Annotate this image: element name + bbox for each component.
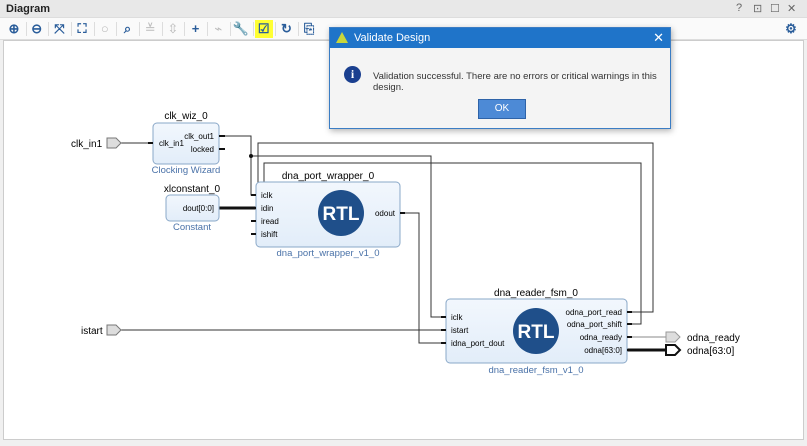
align-icon[interactable]: ≚ bbox=[144, 21, 156, 36]
make-connection-icon[interactable]: ⌁ bbox=[214, 21, 223, 36]
port-odna[interactable]: odna[63:0] bbox=[665, 344, 734, 357]
svg-text:dna_reader_fsm_v1_0: dna_reader_fsm_v1_0 bbox=[488, 365, 583, 376]
validate-design-icon[interactable]: ☑ bbox=[254, 20, 273, 38]
toolbar-separator bbox=[93, 22, 95, 36]
center-icon[interactable]: ⇳ bbox=[167, 21, 179, 36]
restore-button[interactable]: ⊡ bbox=[753, 3, 763, 15]
svg-text:idna_port_dout: idna_port_dout bbox=[451, 339, 505, 348]
close-button[interactable]: ✕ bbox=[787, 3, 797, 15]
dialog-message: Validation successful. There are no erro… bbox=[373, 71, 657, 93]
toolbar-separator bbox=[139, 22, 140, 36]
dialog-title-bar[interactable]: Validate Design ✕ bbox=[330, 28, 670, 48]
svg-text:odna_port_read: odna_port_read bbox=[566, 308, 623, 317]
svg-text:xlconstant_0: xlconstant_0 bbox=[164, 184, 221, 195]
toolbar-separator bbox=[161, 22, 163, 36]
svg-text:odna_port_shift: odna_port_shift bbox=[567, 320, 623, 329]
zoom-out-icon[interactable]: ⊖ bbox=[31, 21, 43, 36]
block-diagram: clk_in1 istart odna_ready odna[63:0] clk… bbox=[71, 111, 740, 376]
block-dna-reader-fsm[interactable]: dna_reader_fsm_0 iclk istart idna_port_d… bbox=[441, 288, 632, 376]
toolbar-separator bbox=[252, 22, 254, 36]
svg-text:clk_in1: clk_in1 bbox=[71, 139, 103, 150]
zoom-fit-icon[interactable]: ⤧ bbox=[54, 21, 65, 36]
dialog-title: Validate Design bbox=[354, 32, 431, 44]
search-icon[interactable]: ⌕ bbox=[123, 21, 132, 36]
toolbar-separator bbox=[297, 22, 299, 36]
svg-text:clk_in1: clk_in1 bbox=[159, 139, 184, 148]
svg-text:ishift: ishift bbox=[261, 230, 278, 239]
toolbar-separator bbox=[275, 22, 277, 36]
svg-text:odna_ready: odna_ready bbox=[580, 333, 622, 342]
svg-text:istart: istart bbox=[81, 326, 103, 337]
svg-text:RTL: RTL bbox=[323, 204, 360, 225]
wrench-icon[interactable]: 🔧 bbox=[232, 21, 250, 36]
validate-design-dialog: Validate Design ✕ i Validation successfu… bbox=[329, 27, 671, 129]
port-odna-ready[interactable]: odna_ready bbox=[665, 331, 740, 344]
toolbar-separator bbox=[207, 22, 209, 36]
block-clk-wiz[interactable]: clk_wiz_0 clk_in1 clk_out1 locked Clocki… bbox=[148, 111, 225, 176]
svg-text:odna[63:0]: odna[63:0] bbox=[584, 346, 622, 355]
svg-text:odout: odout bbox=[375, 209, 396, 218]
svg-text:clk_out1: clk_out1 bbox=[184, 132, 214, 141]
toolbar-separator bbox=[116, 22, 118, 36]
svg-text:odna[63:0]: odna[63:0] bbox=[687, 346, 734, 357]
info-icon: i bbox=[344, 66, 361, 83]
ok-button[interactable]: OK bbox=[478, 99, 526, 119]
rtl-logo: RTL bbox=[513, 308, 559, 354]
block-xlconstant[interactable]: xlconstant_0 dout[0:0] Constant bbox=[164, 184, 221, 233]
port-clk-in1[interactable]: clk_in1 bbox=[71, 137, 122, 150]
svg-text:dout[0:0]: dout[0:0] bbox=[183, 204, 214, 213]
help-button[interactable]: ? bbox=[736, 2, 743, 14]
svg-text:odna_ready: odna_ready bbox=[687, 333, 740, 344]
zoom-in-icon[interactable]: ⊕ bbox=[8, 21, 20, 36]
toolbar-separator bbox=[229, 22, 231, 36]
svg-text:Constant: Constant bbox=[173, 222, 211, 233]
port-istart[interactable]: istart bbox=[81, 324, 122, 337]
svg-text:dna_port_wrapper_0: dna_port_wrapper_0 bbox=[282, 171, 375, 182]
regenerate-layout-icon[interactable]: ↻ bbox=[280, 21, 292, 36]
zoom-area-icon[interactable]: ⛶ bbox=[77, 21, 87, 36]
nets bbox=[121, 135, 666, 352]
toolbar-separator bbox=[25, 22, 27, 36]
vivado-logo-icon bbox=[336, 32, 348, 43]
svg-text:RTL: RTL bbox=[518, 322, 555, 343]
svg-text:iclk: iclk bbox=[451, 313, 464, 322]
svg-text:dna_port_wrapper_v1_0: dna_port_wrapper_v1_0 bbox=[277, 248, 380, 259]
settings-icon[interactable]: ⚙ bbox=[785, 21, 797, 36]
panel-title: Diagram bbox=[6, 3, 51, 15]
svg-text:iclk: iclk bbox=[261, 191, 274, 200]
dialog-close-icon[interactable]: ✕ bbox=[653, 30, 664, 45]
add-ip-icon[interactable]: + bbox=[191, 21, 200, 36]
svg-text:dna_reader_fsm_0: dna_reader_fsm_0 bbox=[494, 288, 578, 299]
rtl-logo: RTL bbox=[318, 190, 364, 236]
toolbar-separator bbox=[70, 22, 72, 36]
svg-text:istart: istart bbox=[451, 326, 469, 335]
maximize-button[interactable]: ☐ bbox=[770, 3, 780, 15]
svg-text:iread: iread bbox=[261, 217, 279, 226]
svg-text:Clocking Wizard: Clocking Wizard bbox=[152, 165, 221, 176]
svg-text:idin: idin bbox=[261, 204, 273, 213]
toolbar-separator bbox=[184, 22, 186, 36]
panel-header: Diagram ? ⊡ ☐ ✕ bbox=[0, 0, 807, 18]
svg-text:locked: locked bbox=[191, 145, 214, 154]
auto-connect-icon[interactable]: ○ bbox=[100, 21, 109, 36]
block-dna-port-wrapper[interactable]: dna_port_wrapper_0 iclk idin iread ishif… bbox=[251, 171, 405, 259]
toolbar-separator bbox=[48, 22, 50, 36]
optimize-routing-icon[interactable]: ⎘ bbox=[303, 21, 315, 36]
svg-text:clk_wiz_0: clk_wiz_0 bbox=[164, 111, 208, 122]
